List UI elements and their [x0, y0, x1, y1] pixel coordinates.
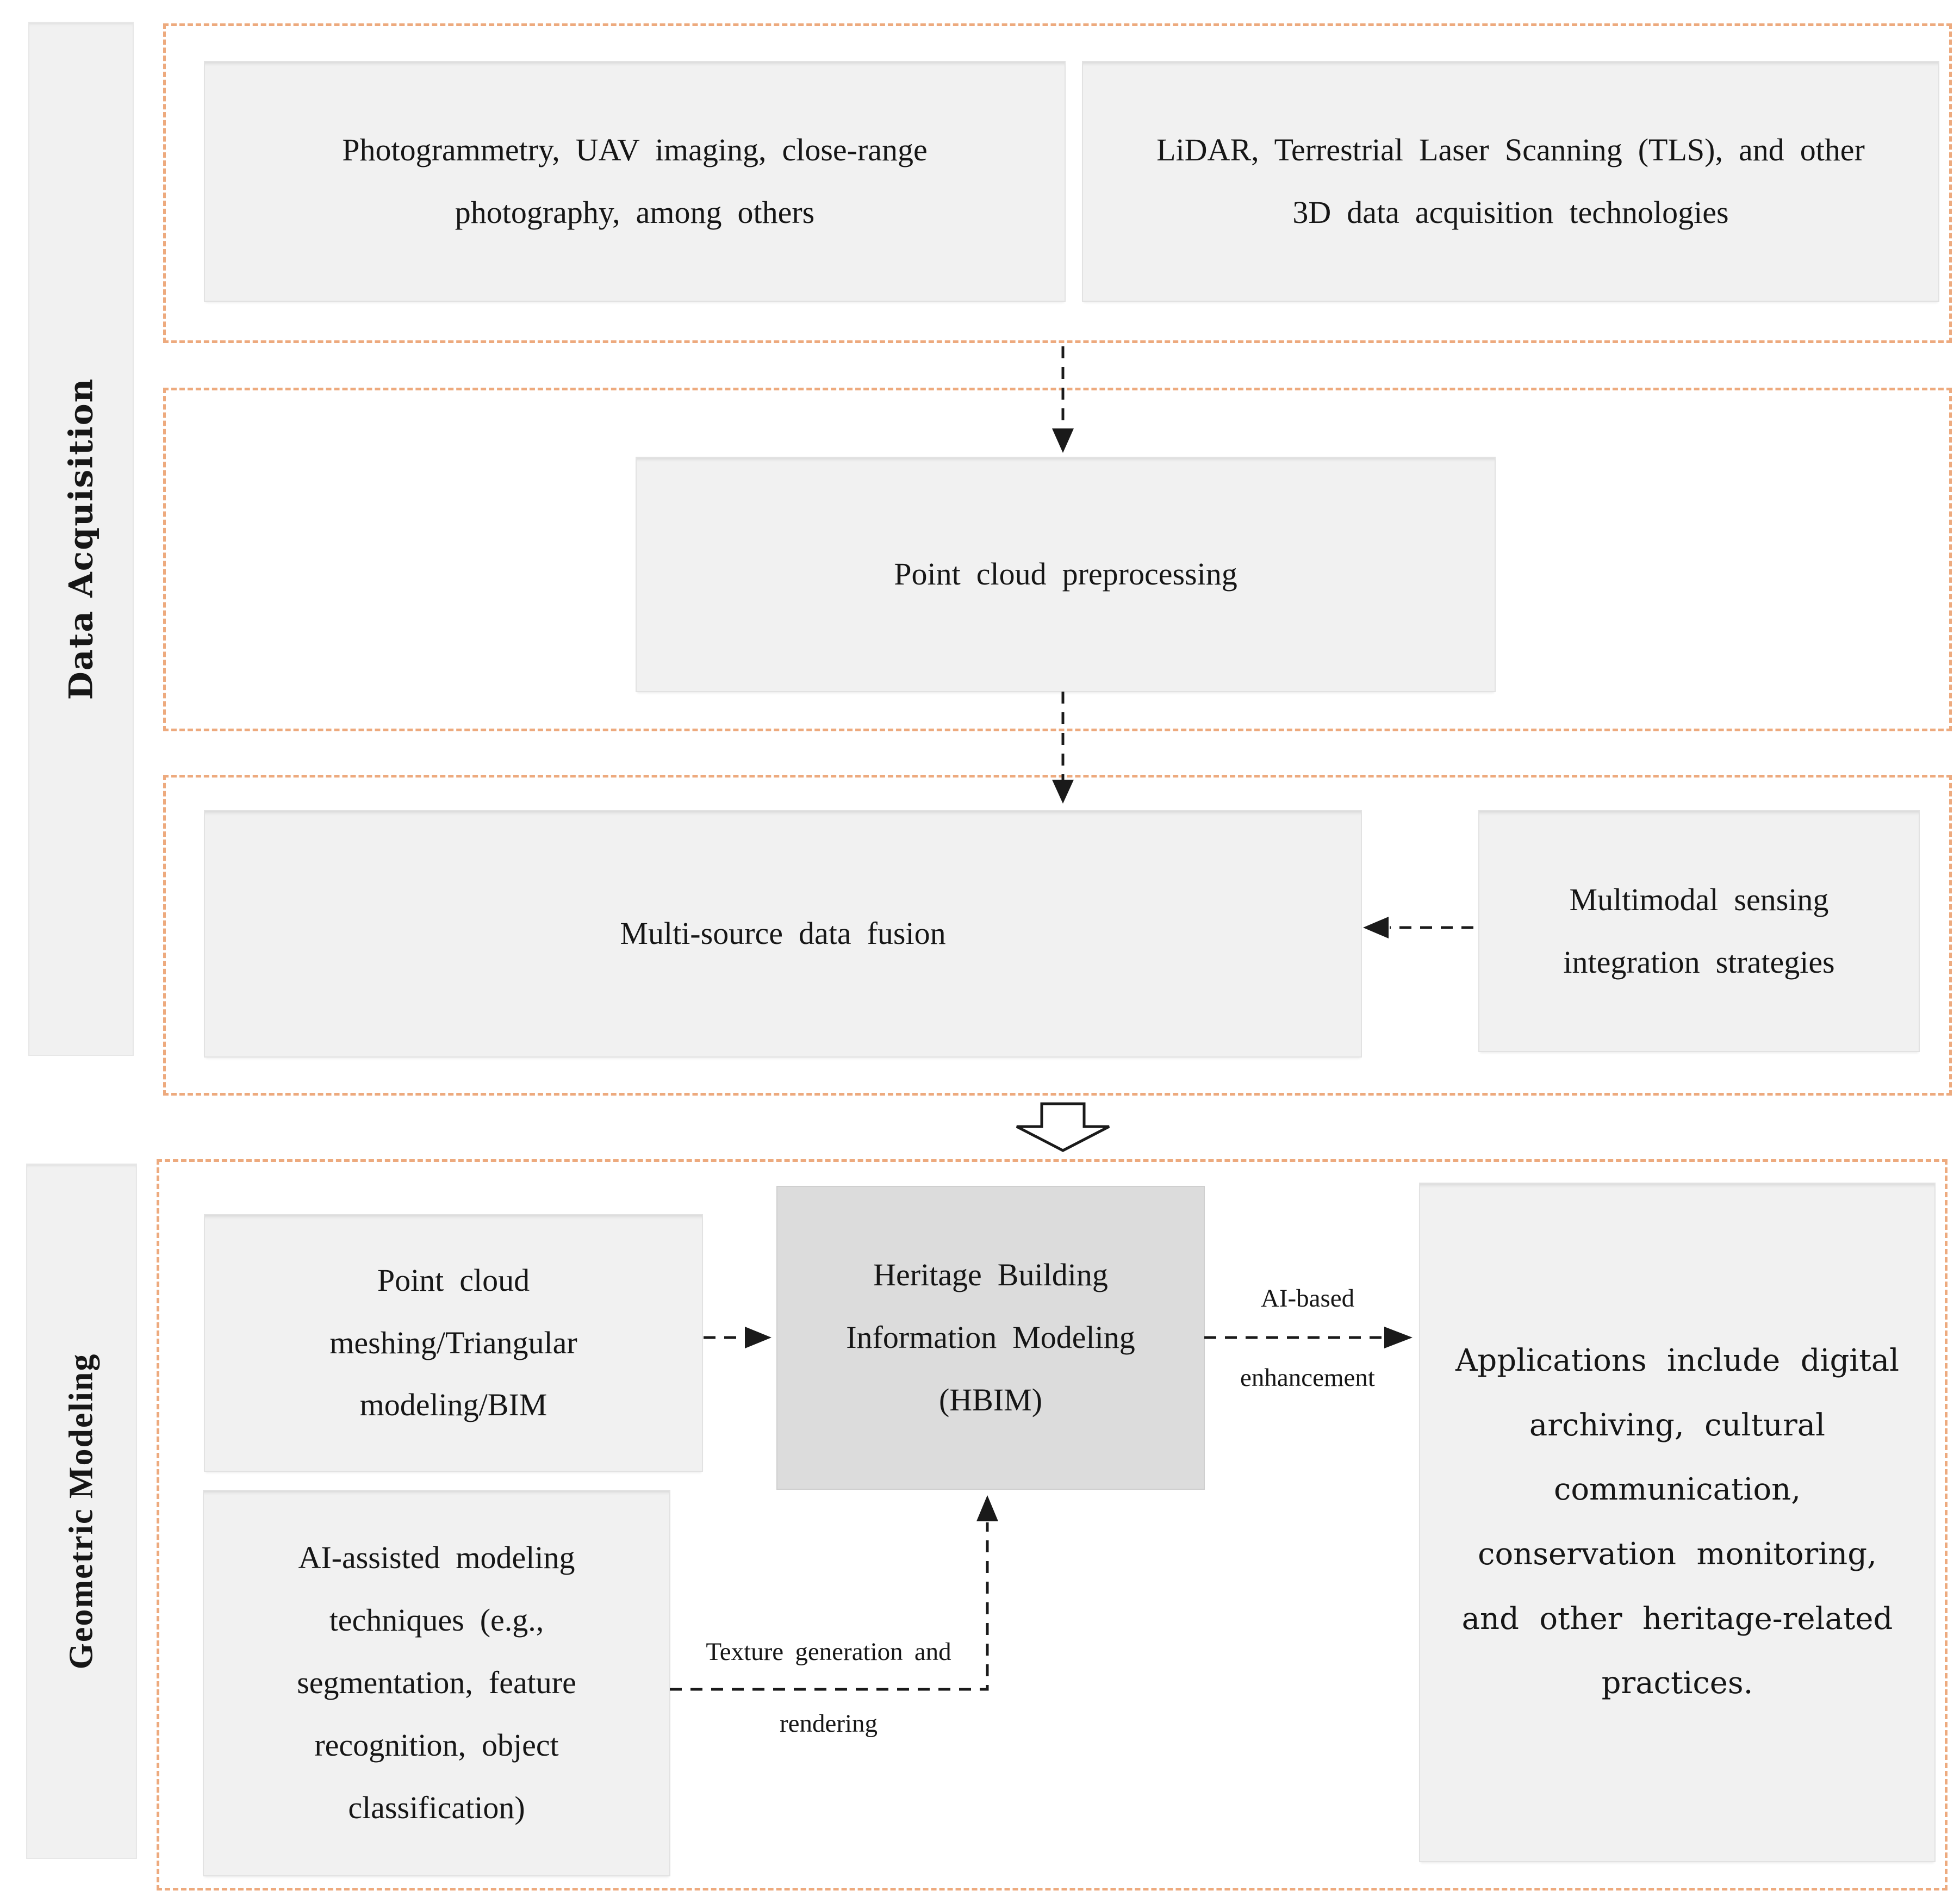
box-hbim: Heritage Building Information Modeling (… — [776, 1186, 1205, 1490]
box-hbim-text: Heritage Building Information Modeling (… — [846, 1257, 1135, 1417]
box-lidar: LiDAR, Terrestrial Laser Scanning (TLS),… — [1082, 61, 1939, 302]
box-multimodal-sensing: Multimodal sensing integration strategie… — [1478, 810, 1920, 1052]
label-enhancement: enhancement — [1240, 1364, 1375, 1392]
box-multi-source-data-fusion: Multi-source data fusion — [204, 810, 1362, 1058]
box-multi-source-data-fusion-text: Multi-source data fusion — [620, 916, 946, 952]
label-texture-generation: Texture generation and — [706, 1638, 951, 1666]
section-data-fusion: Multi-source data fusion Multimodal sens… — [163, 775, 1952, 1096]
section-geometric-modeling: Point cloud meshing/Triangular modeling/… — [157, 1159, 1947, 1890]
band-label-geometric-modeling-text: Geometric Modeling — [63, 1353, 100, 1670]
box-lidar-text: LiDAR, Terrestrial Laser Scanning (TLS),… — [1156, 132, 1865, 230]
label-ai-based: AI-based — [1260, 1284, 1355, 1313]
box-photogrammetry-text: Photogrammetry, UAV imaging, close-range… — [342, 132, 928, 230]
band-label-geometric-modeling: Geometric Modeling — [26, 1164, 137, 1859]
box-applications: Applications include digital archiving, … — [1419, 1183, 1936, 1862]
label-rendering: rendering — [779, 1709, 878, 1738]
band-label-data-acquisition: Data Acquisition — [28, 22, 134, 1056]
box-ai-assisted-modeling: AI-assisted modeling techniques (e.g., s… — [203, 1490, 670, 1876]
section-preprocessing: Point cloud preprocessing — [163, 388, 1952, 731]
box-applications-text: Applications include digital archiving, … — [1455, 1342, 1900, 1701]
box-point-cloud-preprocessing-text: Point cloud preprocessing — [894, 556, 1237, 592]
box-multimodal-sensing-text: Multimodal sensing integration strategie… — [1563, 881, 1835, 980]
box-point-cloud-meshing-text: Point cloud meshing/Triangular modeling/… — [329, 1262, 577, 1423]
band-label-data-acquisition-text: Data Acquisition — [62, 377, 101, 700]
box-photogrammetry: Photogrammetry, UAV imaging, close-range… — [204, 61, 1066, 302]
box-point-cloud-meshing: Point cloud meshing/Triangular modeling/… — [204, 1214, 703, 1472]
box-point-cloud-preprocessing: Point cloud preprocessing — [636, 457, 1496, 692]
section-acquisition-sources: Photogrammetry, UAV imaging, close-range… — [163, 23, 1952, 343]
big-hollow-down-arrow-icon — [1016, 1102, 1110, 1152]
box-ai-assisted-modeling-text: AI-assisted modeling techniques (e.g., s… — [297, 1540, 576, 1825]
